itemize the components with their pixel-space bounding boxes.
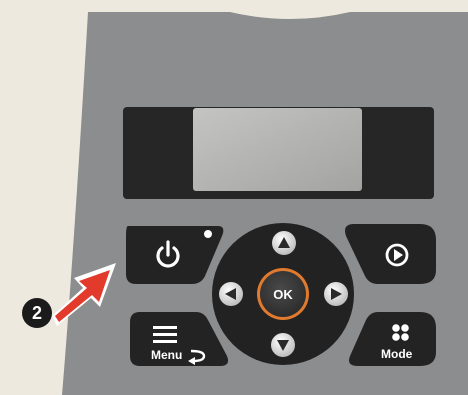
mode-button-label: Mode [381, 347, 412, 361]
hamburger-menu-icon [153, 326, 177, 343]
up-button[interactable] [272, 231, 296, 255]
right-button[interactable] [324, 282, 348, 306]
ok-button-label: OK [265, 287, 301, 302]
left-button[interactable] [219, 282, 243, 306]
status-led-icon [204, 230, 212, 238]
menu-button-label: Menu [151, 348, 182, 362]
down-button[interactable] [271, 333, 295, 357]
lcd-display [123, 107, 434, 199]
callout-number: 2 [22, 303, 52, 324]
